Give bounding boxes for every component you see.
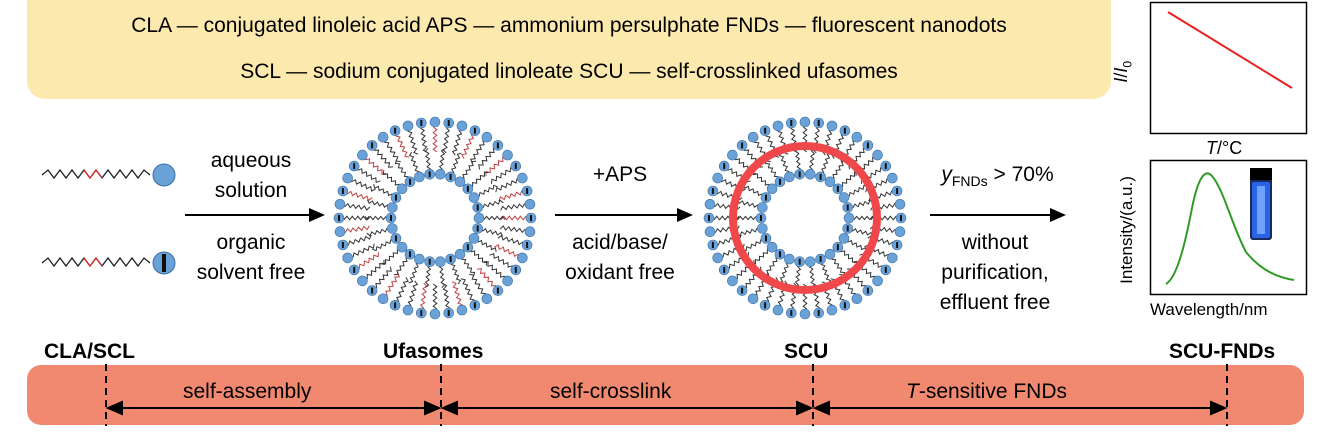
inset2-ylabel: Intensity/(a.u.) — [1116, 176, 1136, 284]
fluorescent-vial-icon — [1250, 168, 1272, 240]
segment-label-self-assembly: self-assembly — [183, 380, 312, 403]
inset2-xlabel: Wavelength/nm — [1150, 300, 1268, 319]
step2-top-text: +APS — [592, 163, 648, 186]
scu-vesicle — [703, 116, 907, 320]
step3-yield-text: yFNDs > 70% — [941, 163, 1054, 190]
process-bar-arrows — [105, 364, 1228, 426]
stage-label-scu-fnds: SCU-FNDs — [1169, 340, 1276, 363]
emission-curve — [1165, 172, 1295, 285]
cla-molecule — [41, 163, 176, 187]
ufasome-vesicle — [333, 116, 537, 320]
inset-frame — [1149, 1, 1308, 135]
scl-molecule — [41, 251, 176, 275]
inset1-xlabel: T/°C — [1206, 138, 1243, 158]
stage-label-cla-scl: CLA/SCL — [44, 340, 135, 363]
inset2-frame — [1149, 159, 1308, 296]
abbreviation-line-1: CLA — conjugated linoleic acid APS — amm… — [131, 14, 1007, 37]
stage-label-ufasomes: Ufasomes — [383, 340, 484, 363]
segment-label-t-sensitive-fnds: T-sensitive FNDs — [906, 380, 1068, 403]
carboxyl-headgroup — [152, 163, 176, 187]
process-bar — [27, 365, 1304, 425]
step3-arrow — [930, 208, 1066, 222]
segment-label-self-crosslink: self-crosslink — [550, 380, 672, 403]
step1-arrow — [185, 208, 325, 222]
emission-spectrum-inset — [1149, 159, 1308, 296]
linear-decay-line — [1167, 11, 1293, 89]
temperature-response-inset — [1149, 1, 1308, 135]
abbreviation-box: CLA — conjugated linoleic acid APS — amm… — [27, 0, 1111, 99]
stage-label-scu: SCU — [784, 340, 829, 363]
step2-arrow — [555, 208, 693, 222]
inset1-ylabel: I/I0 — [1111, 60, 1135, 83]
abbreviation-line-2: SCL — sodium conjugated linoleate SCU — … — [240, 60, 898, 83]
step2-bottom-text: acid/base/oxidant free — [565, 231, 675, 284]
